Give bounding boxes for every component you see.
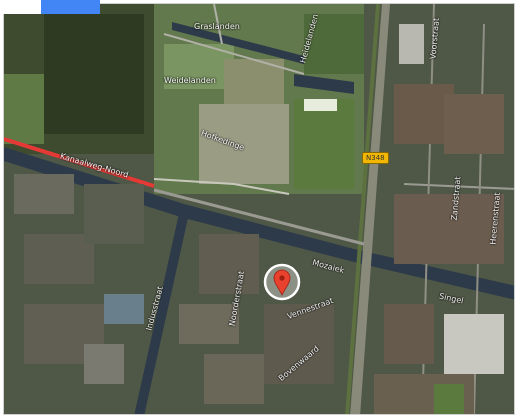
top-bar [0,0,100,14]
top-bar-accent[interactable] [41,0,100,14]
top-bar-blank [0,0,41,14]
map-pin-icon[interactable] [262,262,302,302]
road-shield-n348: N348 [362,152,389,164]
satellite-terrain [4,4,514,414]
satellite-map[interactable]: Graslanden Weidelanden Heidelanden Hofke… [3,3,515,415]
label-graslanden: Graslanden [194,22,240,31]
label-weidelanden: Weidelanden [164,76,216,85]
